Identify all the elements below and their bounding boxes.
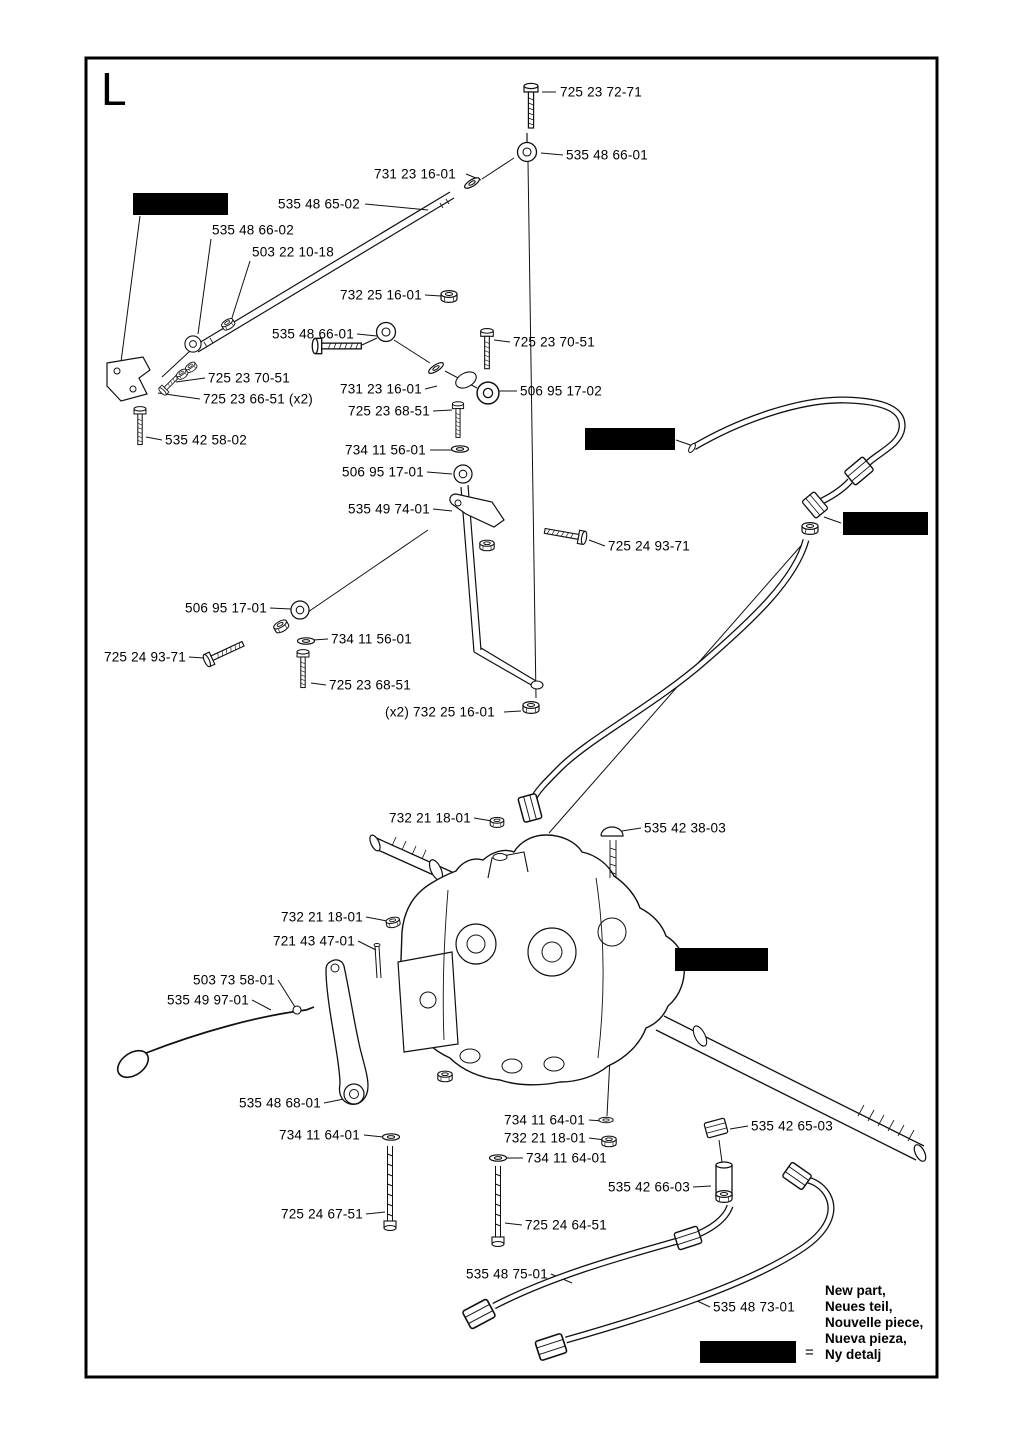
redacted-label	[675, 948, 768, 971]
legend-line: Neues teil,	[825, 1299, 893, 1314]
control-lever-and-bolts	[116, 959, 508, 1248]
part-label: 535 48 66-01	[272, 326, 354, 342]
part-label: 725 24 93-71	[608, 538, 690, 554]
redacted-label	[843, 512, 928, 535]
redacted-label	[585, 428, 675, 450]
legend-line: Ny detalj	[825, 1347, 882, 1362]
legend-line: Nueva pieza,	[825, 1331, 907, 1346]
part-label: 535 48 73-01	[713, 1299, 795, 1315]
part-label: 725 23 68-51	[348, 403, 430, 419]
part-label: 734 11 64-01	[279, 1127, 360, 1143]
part-label: 725 24 64-51	[525, 1217, 607, 1233]
part-label: 725 23 70-51	[513, 334, 595, 350]
part-label: 725 23 66-51 (x2)	[203, 391, 313, 407]
part-label: 535 48 66-01	[566, 147, 648, 163]
part-label: 734 11 64-01	[504, 1112, 585, 1128]
part-label: 535 42 65-03	[751, 1118, 833, 1134]
part-label: 506 95 17-01	[342, 464, 424, 480]
part-label: 732 21 18-01	[389, 810, 471, 826]
part-label: 721 43 47-01	[273, 933, 355, 949]
section-letter: L	[101, 63, 127, 115]
part-label: 535 48 68-01	[239, 1095, 321, 1111]
part-label: 725 23 68-51	[329, 677, 411, 693]
part-label: (x2) 732 25 16-01	[385, 704, 495, 720]
part-label: 535 48 75-01	[466, 1266, 548, 1282]
part-label: 535 42 38-03	[644, 820, 726, 836]
part-label: 503 22 10-18	[252, 244, 334, 260]
part-label: 503 73 58-01	[193, 972, 275, 988]
part-label: 725 23 72-71	[560, 84, 642, 100]
part-label: 506 95 17-01	[185, 600, 267, 616]
part-label: 731 23 16-01	[374, 166, 456, 182]
upper-hydraulic-pipe	[517, 396, 906, 824]
elbow-fitting	[715, 1161, 733, 1204]
part-label: 731 23 16-01	[340, 381, 422, 397]
legend-line: Nouvelle piece,	[825, 1315, 924, 1330]
part-label: 535 49 97-01	[167, 992, 249, 1008]
part-label: 535 42 58-02	[165, 432, 247, 448]
part-label: 732 25 16-01	[340, 287, 422, 303]
leader-lines	[120, 91, 842, 1308]
part-label: 734 11 56-01	[345, 442, 426, 458]
part-label: 535 48 65-02	[278, 196, 360, 212]
part-label: 535 49 74-01	[348, 501, 430, 517]
part-label: 725 23 70-51	[208, 370, 290, 386]
part-label: 535 48 66-02	[212, 222, 294, 238]
diagram-frame	[84, 56, 939, 1379]
transaxle-assembly	[369, 816, 927, 1162]
part-label: 732 21 18-01	[281, 909, 363, 925]
part-label: 725 24 67-51	[281, 1206, 363, 1222]
part-label: 732 21 18-01	[504, 1130, 586, 1146]
legend-redaction-box	[700, 1341, 796, 1363]
part-label: 535 42 66-03	[608, 1179, 690, 1195]
part-label: 734 11 56-01	[331, 631, 412, 647]
legend-line: New part,	[825, 1283, 886, 1298]
part-label: 725 24 93-71	[104, 649, 186, 665]
legend-text: New part,Neues teil,Nouvelle piece,Nueva…	[825, 1283, 923, 1363]
bottom-hoses	[461, 1117, 835, 1362]
legend-equals: =	[805, 1344, 814, 1361]
upper-linkage	[106, 82, 589, 715]
part-label: 506 95 17-02	[520, 383, 602, 399]
part-label: 734 11 64-01	[526, 1150, 607, 1166]
redacted-label	[133, 193, 228, 215]
